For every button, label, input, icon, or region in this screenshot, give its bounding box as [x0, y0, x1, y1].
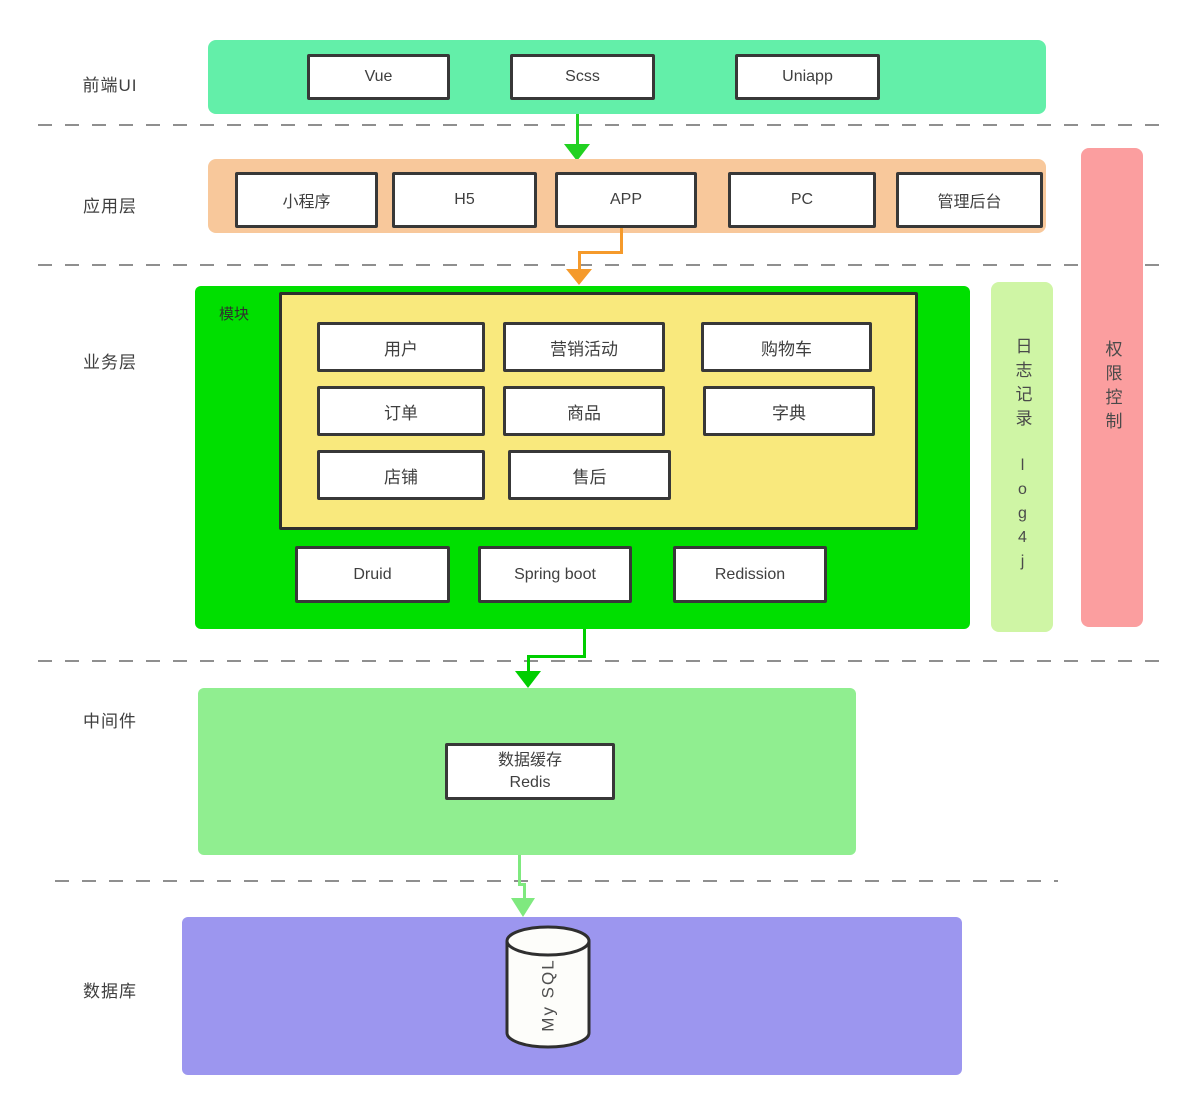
node-druid: Druid — [295, 546, 450, 603]
node-admin-backend: 管理后台 — [896, 172, 1043, 228]
separator-line-1 — [38, 124, 1163, 126]
node-module-marketing: 营销活动 — [503, 322, 665, 372]
arrow-application-to-business-head — [566, 269, 592, 285]
node-app: APP — [555, 172, 697, 228]
node-module-order: 订单 — [317, 386, 485, 436]
node-redis-cache: 数据缓存 Redis — [445, 743, 615, 800]
arrow-business-to-middleware-seg3 — [527, 655, 530, 672]
redis-cache-line2: Redis — [509, 773, 551, 791]
arrow-middleware-to-database-seg3 — [523, 883, 526, 899]
node-h5: H5 — [392, 172, 537, 228]
layer-label-frontend: 前端UI — [82, 76, 138, 95]
node-module-aftersale: 售后 — [508, 450, 671, 500]
mysql-label: My SQL — [539, 958, 558, 1031]
redis-cache-line1: 数据缓存 — [497, 751, 562, 769]
logging-subtitle: log4j — [1014, 457, 1031, 577]
logging-sidebar: 日志记录 log4j — [991, 282, 1053, 632]
node-uniapp: Uniapp — [735, 54, 880, 100]
layer-label-middleware: 中间件 — [83, 712, 137, 731]
node-vue: Vue — [307, 54, 450, 100]
arrow-application-to-business-seg2 — [578, 251, 623, 254]
layer-label-database: 数据库 — [83, 982, 137, 1001]
node-module-goods: 商品 — [503, 386, 665, 436]
permission-title: 权限控制 — [1102, 339, 1122, 436]
separator-line-2 — [38, 264, 1163, 266]
arrow-middleware-to-database-head — [511, 898, 535, 917]
module-group-label: 模块 — [219, 306, 250, 323]
node-module-shop: 店铺 — [317, 450, 485, 500]
node-module-user: 用户 — [317, 322, 485, 372]
arrow-application-to-business-seg3 — [578, 251, 581, 270]
node-module-dictionary: 字典 — [703, 386, 875, 436]
arrow-middleware-to-database-seg1 — [518, 855, 521, 886]
layer-label-application: 应用层 — [83, 197, 137, 216]
layer-label-business: 业务层 — [83, 353, 137, 372]
node-redission: Redission — [673, 546, 827, 603]
separator-line-3 — [38, 660, 1163, 662]
node-module-cart: 购物车 — [701, 322, 872, 372]
node-pc: PC — [728, 172, 876, 228]
mysql-cylinder-icon: My SQL — [505, 925, 591, 1049]
separator-line-4 — [55, 880, 1058, 882]
arrow-business-to-middleware-seg2 — [527, 655, 586, 658]
arrow-business-to-middleware-seg1 — [583, 629, 586, 658]
arrow-frontend-to-application-head — [564, 144, 590, 161]
node-mini-program: 小程序 — [235, 172, 378, 228]
permission-sidebar: 权限控制 — [1081, 148, 1143, 627]
arrow-application-to-business-seg1 — [620, 228, 623, 254]
arrow-business-to-middleware-head — [515, 671, 541, 688]
arrow-middleware-to-database-seg2 — [518, 883, 526, 886]
node-spring-boot: Spring boot — [478, 546, 632, 603]
node-scss: Scss — [510, 54, 655, 100]
arrow-frontend-to-application-line — [576, 114, 579, 145]
logging-title: 日志记录 — [1012, 337, 1032, 433]
